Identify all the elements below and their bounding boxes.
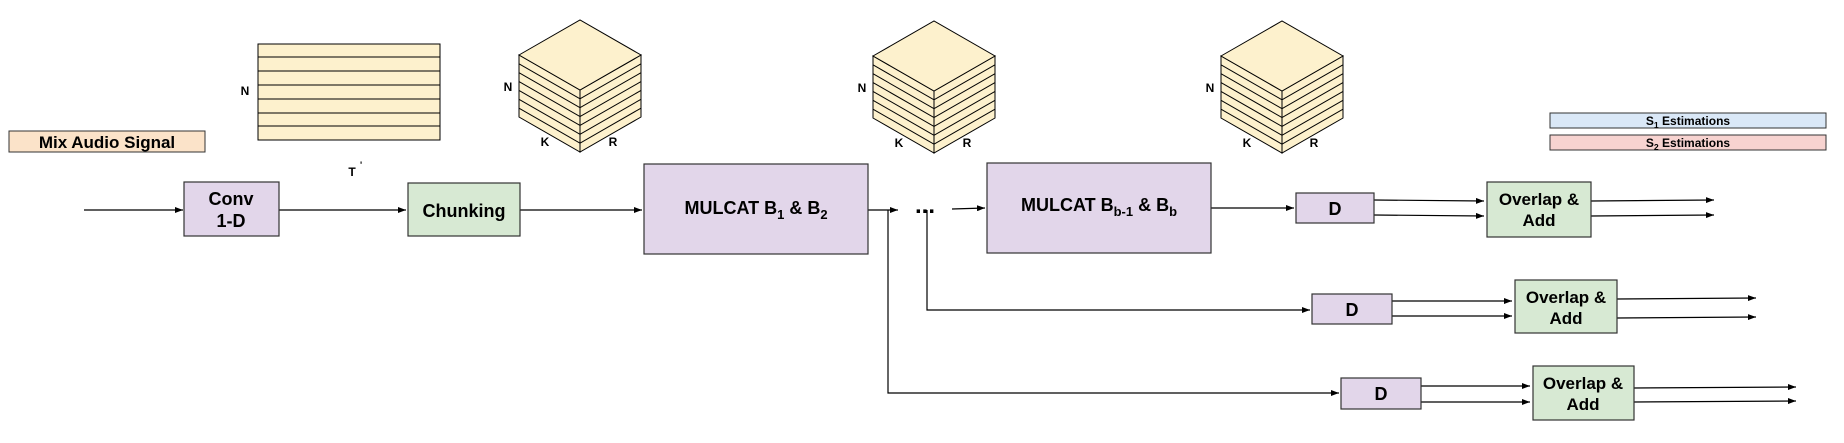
overlap-add-block-2: Overlap & Add — [1514, 279, 1618, 334]
conv-1d-block: Conv 1-D — [183, 181, 280, 237]
cube1-n-label: N — [504, 80, 513, 94]
svg-text:S1 Estimations: S1 Estimations — [1646, 114, 1730, 130]
svg-text:1-D: 1-D — [216, 211, 245, 231]
svg-text:Mix Audio Signal: Mix Audio Signal — [39, 133, 175, 152]
svg-text:Overlap &: Overlap & — [1543, 374, 1623, 393]
mulcat-b1-b2-block: MULCAT B1 & B2 — [643, 163, 869, 255]
matrix-t-prime-mark: ' — [360, 160, 362, 170]
ellipsis: ... — [915, 192, 935, 219]
matrix-n-label: N — [241, 84, 250, 98]
svg-text:Add: Add — [1566, 395, 1599, 414]
svg-text:Overlap &: Overlap & — [1526, 288, 1606, 307]
svg-text:Overlap &: Overlap & — [1499, 190, 1579, 209]
cube3-k-label: K — [1243, 136, 1252, 150]
cube3-n-label: N — [1206, 81, 1215, 95]
svg-text:S2 Estimations: S2 Estimations — [1646, 136, 1730, 152]
overlap-add-block-3: Overlap & Add — [1532, 365, 1635, 421]
chunking-block: Chunking — [407, 182, 521, 237]
svg-text:Add: Add — [1522, 211, 1555, 230]
svg-text:D: D — [1329, 199, 1342, 219]
svg-text:MULCAT B1 & B2: MULCAT B1 & B2 — [684, 198, 827, 222]
cube1-r-label: R — [609, 135, 618, 149]
svg-text:Chunking: Chunking — [423, 201, 506, 221]
decoder-block-1: D — [1295, 192, 1375, 224]
svg-text:Conv: Conv — [209, 189, 254, 209]
svg-text:D: D — [1346, 300, 1359, 320]
connections — [84, 197, 1797, 405]
svg-text:Add: Add — [1549, 309, 1582, 328]
mix-audio-signal-label: Mix Audio Signal — [8, 130, 206, 153]
decoder-block-3: D — [1340, 377, 1422, 410]
cube2-n-label: N — [858, 81, 867, 95]
tensor-cube-3 — [1219, 20, 1345, 154]
cube1-k-label: K — [541, 135, 550, 149]
mulcat-bb1-bb-block: MULCAT Bb-1 & Bb — [986, 162, 1212, 254]
tensor-cube-2 — [871, 20, 997, 154]
cube2-k-label: K — [895, 136, 904, 150]
cube3-r-label: R — [1310, 136, 1319, 150]
matrix-t-label: T — [348, 165, 356, 179]
decoder-block-2: D — [1311, 293, 1393, 325]
svg-text:MULCAT Bb-1 & Bb: MULCAT Bb-1 & Bb — [1021, 195, 1177, 219]
overlap-add-block-1: Overlap & Add — [1486, 181, 1592, 238]
svg-text:D: D — [1375, 384, 1388, 404]
legend-s2: S2 Estimations — [1549, 134, 1827, 152]
cube2-r-label: R — [963, 136, 972, 150]
legend-s1: S1 Estimations — [1549, 112, 1827, 130]
feature-matrix — [257, 43, 441, 141]
tensor-cube-1 — [517, 19, 643, 153]
